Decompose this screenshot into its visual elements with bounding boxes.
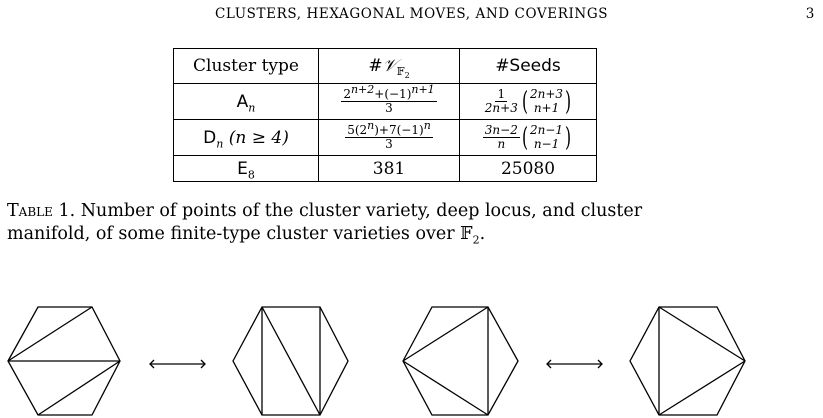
cluster-table: Cluster type #𝒱𝔽2 #Seeds An 2n+2+(−1)n+1… [173,48,597,182]
running-title: CLUSTERS, HEXAGONAL MOVES, AND COVERINGS [214,6,609,22]
cell-variety-d: 5(2n)+7(−1)n 3 [318,119,460,156]
running-head: CLUSTERS, HEXAGONAL MOVES, AND COVERINGS… [0,6,823,26]
hexagon-3 [402,306,519,416]
hexagon-4 [629,306,746,416]
table-row-e8: E8 381 25080 [173,155,597,182]
hexagon-1 [7,306,121,416]
header-variety-count: #𝒱𝔽2 [318,48,460,84]
hexagon-2 [232,306,349,416]
hexagonal-moves-figure [7,306,746,416]
cell-type-e8: E8 [173,155,319,182]
caption-text-1: Number of points of the cluster variety,… [80,201,643,221]
table-header-row: Cluster type #𝒱𝔽2 #Seeds [173,48,597,84]
cell-variety-a: 2n+2+(−1)n+1 3 [318,83,460,120]
move-arrow-1 [149,359,206,369]
table-caption: Table 1. Number of points of the cluster… [7,201,643,247]
header-cluster-type: Cluster type [173,48,319,84]
caption-text-2: manifold, of some finite-type cluster va… [7,224,461,244]
cell-type-a: An [173,83,319,120]
cell-type-d: Dn (n ≥ 4) [173,119,319,156]
cell-seeds-e8: 25080 [459,155,597,182]
header-seeds: #Seeds [459,48,597,84]
caption-field: 𝔽 [460,224,473,244]
caption-label: Table 1. [7,201,76,221]
cell-variety-e8: 381 [318,155,460,182]
move-arrow-2 [546,359,603,369]
page-number: 3 [805,6,815,22]
